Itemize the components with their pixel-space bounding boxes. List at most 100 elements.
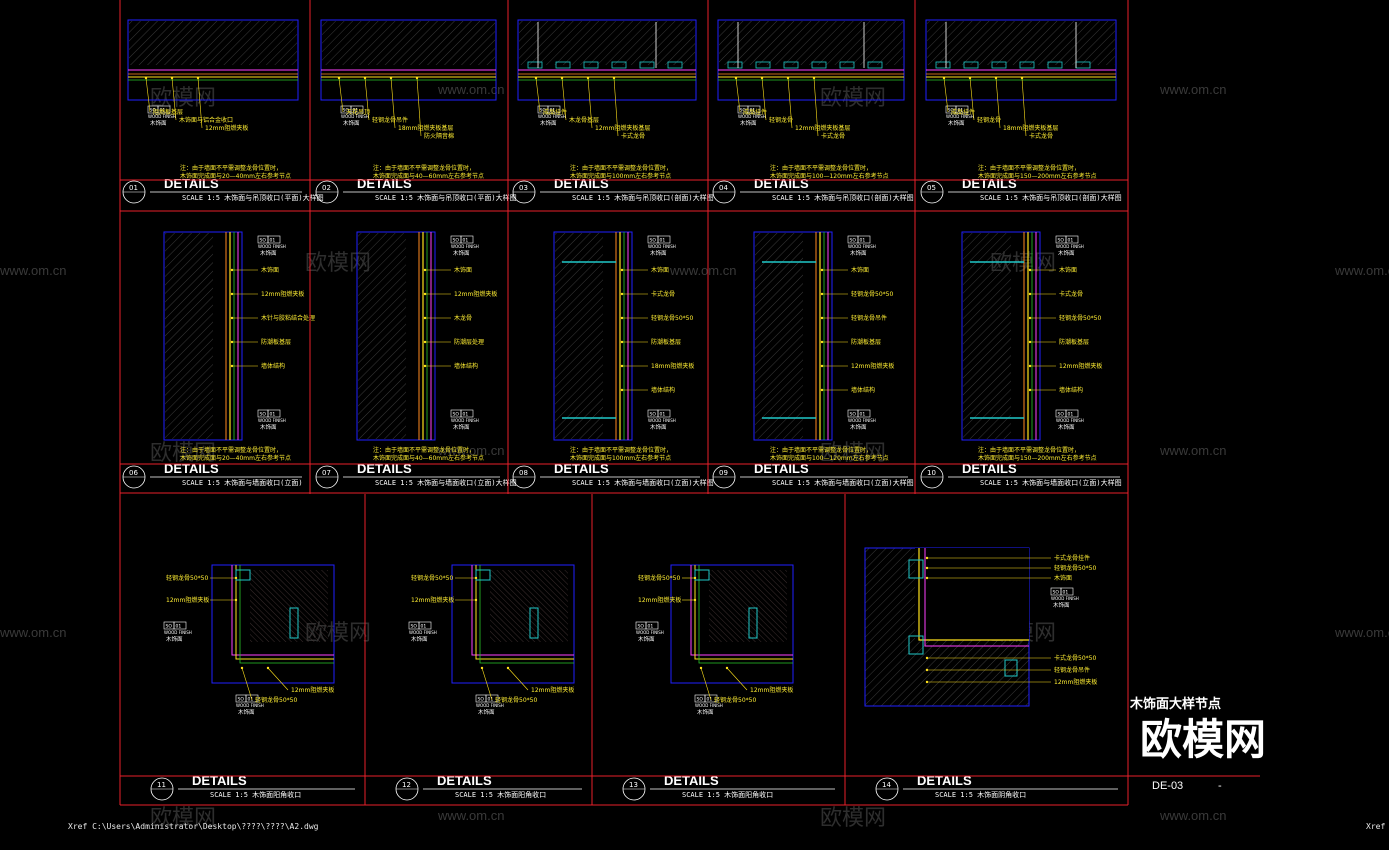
tag-code: SO [948,108,955,114]
keel-profile [748,607,758,639]
leader-dot [196,76,200,80]
tag-box [460,235,474,244]
keel-profile [908,635,924,655]
tag-sheet: 01 [1063,590,1069,596]
component-label: 木饰面 [1059,266,1077,274]
leader-line [813,77,819,137]
tag-sheet: 01 [860,238,866,244]
leader-dot [423,268,427,272]
tag-box [955,105,969,114]
component-label: 墙体结构 [651,386,675,394]
leader-line [726,667,748,691]
leader-dot [230,316,234,320]
component-label: 18mm阻燃夹板 [651,362,694,370]
detail-number: 07 [322,469,331,477]
component-label: 12mm阻燃夹板 [205,124,248,132]
component-label: 木饰面 [454,266,472,274]
detail-note: 木饰面完成面与100mm左右参考节点 [570,454,671,462]
watermark-url: www.om.cn [437,808,504,823]
keel-profile [639,61,655,69]
wall-outline [356,231,436,441]
detail-note: 注：由于墙面不平需调整龙骨位置时， [978,164,1080,172]
watermark-url: www.om.cn [1334,625,1389,640]
leader-dot [1020,76,1024,80]
detail-note: 注：由于墙面不平需调整龙骨位置时， [570,446,672,454]
wood-finish-corner [694,565,793,660]
detail-note: 注：由于墙面不平需调整龙骨位置时， [570,164,672,172]
component-label: 12mm阻燃夹板 [291,686,334,694]
component-label: 木龙骨基层 [569,116,599,124]
column-outline [451,564,575,684]
leader-dot [734,76,738,80]
detail-note: 木饰面完成面与20—40mm左右参考节点 [180,172,291,180]
concrete-hatch [322,21,495,65]
tag-sheet: 01 [160,108,166,114]
tag-box [1060,587,1074,596]
leader-dot [230,364,234,368]
wall-outline [163,231,243,441]
tag-code: SO [850,238,857,244]
room-void [915,548,1029,640]
component-label: 木饰面 [261,266,279,274]
leader-line [535,77,541,113]
tag-code: SO [166,624,173,630]
tag-finish: 木饰面 [260,423,277,431]
keel-profile [991,61,1007,69]
leader-dot [534,76,538,80]
tag-finish: 木饰面 [650,423,667,431]
detail-heading: DETAILS [754,176,809,191]
watermark-logo: 欧模网 [150,806,216,831]
component-label: 18mm阻燃夹板基层 [1003,124,1058,132]
component-label: 12mm阻燃夹板 [454,290,497,298]
leader-dot [586,76,590,80]
component-label: 轻钢龙骨50*50 [411,574,453,582]
component-label: 成品挂件 [743,108,767,116]
tag-sheet: 01 [463,238,469,244]
leader-line [416,77,422,137]
detail-scale: SCALE 1:5 木饰面与墙面收口(立面) [182,478,303,487]
detail-number: 08 [519,469,528,477]
leader-dot [1028,268,1032,272]
detail-note: 注：由于墙面不平需调整龙骨位置时， [373,164,475,172]
leader-dot [820,388,824,392]
leader-dot [480,666,484,670]
keel-profile [529,607,539,639]
detail-note: 注：由于墙面不平需调整龙骨位置时， [180,446,282,454]
component-label: 轻钢龙骨50*50 [651,314,693,322]
leader-line [267,667,289,691]
leader-line [761,77,767,121]
detail-heading: DETAILS [357,461,412,476]
detail-note: 木饰面完成面与40—60mm左右参考节点 [373,172,484,180]
leader-line [700,667,712,701]
keel-profile [1019,61,1035,69]
keel-profile [667,61,683,69]
column-outline [670,564,794,684]
tag-code: SO [650,238,657,244]
detail-heading: DETAILS [962,461,1017,476]
watermark-logo: 欧模网 [820,806,886,831]
detail-scale: SCALE 1:5 木饰面与吊顶收口(剖面)大样图 [572,193,714,202]
finish-corner [231,565,334,656]
tag-code: SO [850,412,857,418]
leader-dot [620,316,624,320]
detail-note: 木饰面完成面与40—60mm左右参考节点 [373,454,484,462]
component-label: 18mm阻燃夹板基层 [398,124,453,132]
keel-profile [811,61,827,69]
component-label: 卡式龙骨50*50 [1054,654,1096,662]
tag-finish-code: WOOD FINISH [476,703,504,708]
detail-number: 11 [157,781,166,789]
keel-profile [694,569,710,581]
tag-code: SO [150,108,157,114]
leader-dot [942,76,946,80]
structural-slab [925,19,1117,101]
